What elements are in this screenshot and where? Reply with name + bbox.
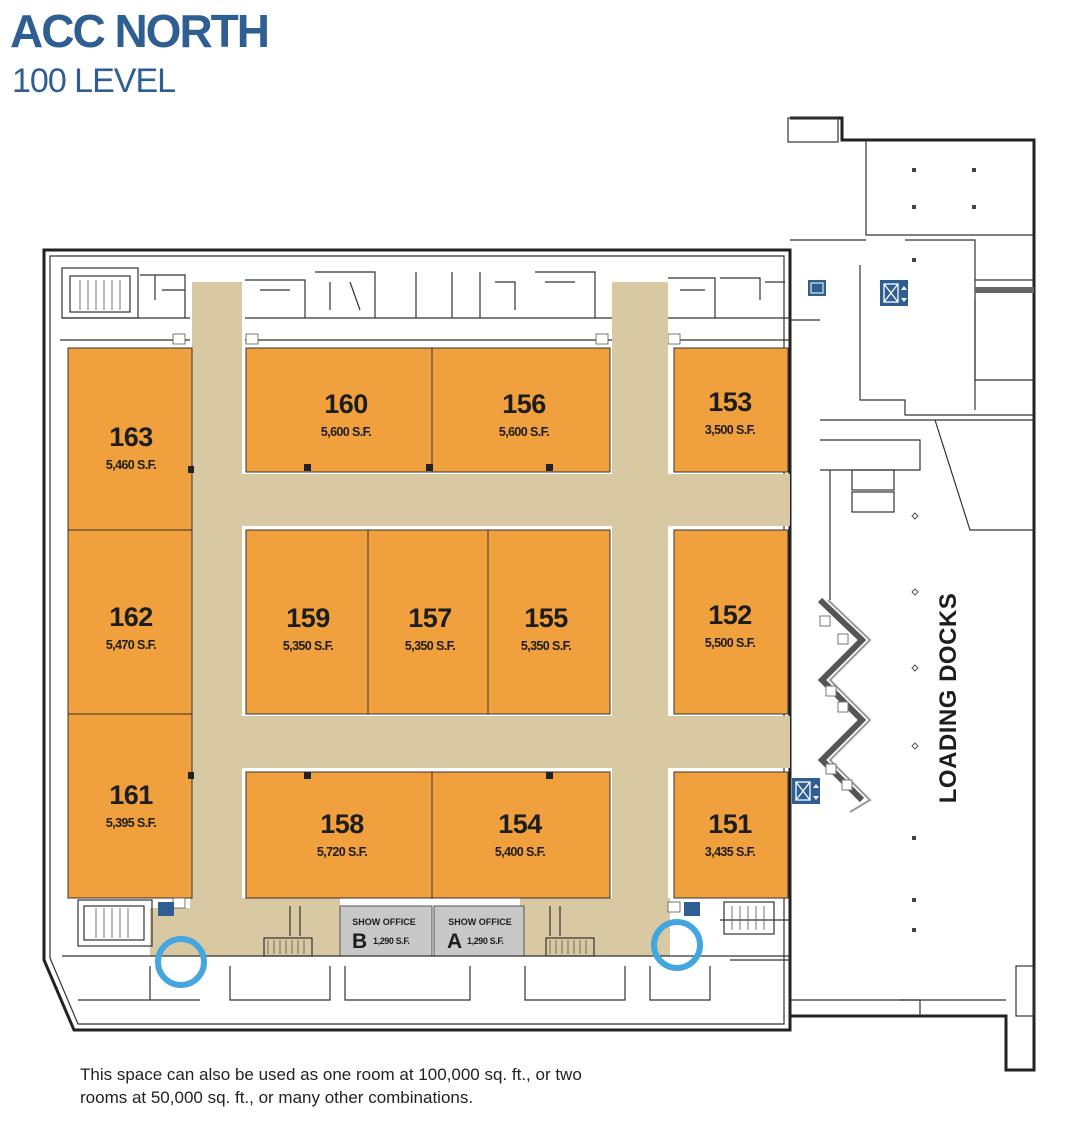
room-156-shape (431, 347, 611, 473)
corridors (150, 282, 790, 956)
room-162-number: 162 (109, 602, 153, 632)
room-160-shape (245, 347, 433, 473)
footnote-line-2: rooms at 50,000 sq. ft., or many other c… (80, 1088, 474, 1107)
show-office-b-letter: B (352, 930, 367, 953)
elevator-icon (880, 280, 908, 306)
room-161-number: 161 (109, 780, 153, 810)
meeting-rooms (67, 347, 789, 899)
location-marker (155, 936, 207, 988)
room-152-area: 5,500 S.F. (705, 636, 755, 650)
room-154-shape (431, 771, 611, 899)
room-161-shape (67, 713, 193, 899)
footnote-line-1: This space can also be used as one room … (80, 1065, 582, 1084)
building-outline (42, 116, 1036, 1072)
room-162-area: 5,470 S.F. (106, 638, 156, 652)
page-subtitle: 100 LEVEL (12, 62, 176, 100)
room-153-number: 153 (708, 387, 752, 417)
room-labels: 163 5,460 S.F. 162 5,470 S.F. 161 5,395 … (106, 387, 756, 859)
room-152-number: 152 (708, 600, 752, 630)
room-155-area: 5,350 S.F. (521, 639, 571, 653)
room-160-number: 160 (324, 389, 368, 419)
room-158-number: 158 (320, 809, 364, 839)
room-156-number: 156 (502, 389, 546, 419)
room-159-area: 5,350 S.F. (283, 639, 333, 653)
room-151-number: 151 (708, 809, 752, 839)
room-151-shape (673, 771, 789, 899)
show-office-a: SHOW OFFICE A 1,290 S.F. (447, 917, 512, 953)
room-153-area: 3,500 S.F. (705, 423, 755, 437)
room-159-shape (245, 529, 369, 715)
top-service-rooms (60, 267, 790, 345)
room-154-number: 154 (498, 809, 542, 839)
elevator-icon (792, 778, 820, 804)
room-154-area: 5,400 S.F. (495, 845, 545, 859)
room-158-area: 5,720 S.F. (317, 845, 367, 859)
location-marker (651, 919, 703, 971)
room-152-shape (673, 529, 789, 715)
show-office-b-label: SHOW OFFICE (352, 917, 416, 927)
restroom-marker-icon (158, 902, 700, 916)
room-157-shape (367, 529, 489, 715)
room-155-number: 155 (524, 603, 568, 633)
show-office-a-letter: A (447, 930, 462, 953)
room-157-area: 5,350 S.F. (405, 639, 455, 653)
room-159-number: 159 (286, 603, 330, 633)
bottom-service-rooms (62, 897, 790, 1001)
show-office-shapes (339, 905, 525, 957)
room-157-number: 157 (408, 603, 452, 633)
page-title: ACC NORTH (10, 5, 270, 57)
show-office-a-area: 1,290 S.F. (467, 936, 504, 946)
room-155-shape (487, 529, 611, 715)
show-office-b: SHOW OFFICE B 1,290 S.F. (352, 917, 416, 953)
room-160-area: 5,600 S.F. (321, 425, 371, 439)
show-office-b-area: 1,290 S.F. (373, 936, 410, 946)
room-163-area: 5,460 S.F. (106, 458, 156, 472)
room-163-number: 163 (109, 422, 153, 452)
room-151-area: 3,435 S.F. (705, 845, 755, 859)
show-office-a-label: SHOW OFFICE (448, 917, 512, 927)
room-162-shape (67, 529, 193, 715)
elevator-icon (808, 280, 826, 296)
room-156-area: 5,600 S.F. (499, 425, 549, 439)
footnote: This space can also be used as one room … (80, 1063, 720, 1109)
room-161-area: 5,395 S.F. (106, 816, 156, 830)
room-153-shape (673, 347, 789, 473)
room-163-shape (67, 347, 193, 531)
loading-docks-label: LOADING DOCKS (935, 593, 962, 804)
